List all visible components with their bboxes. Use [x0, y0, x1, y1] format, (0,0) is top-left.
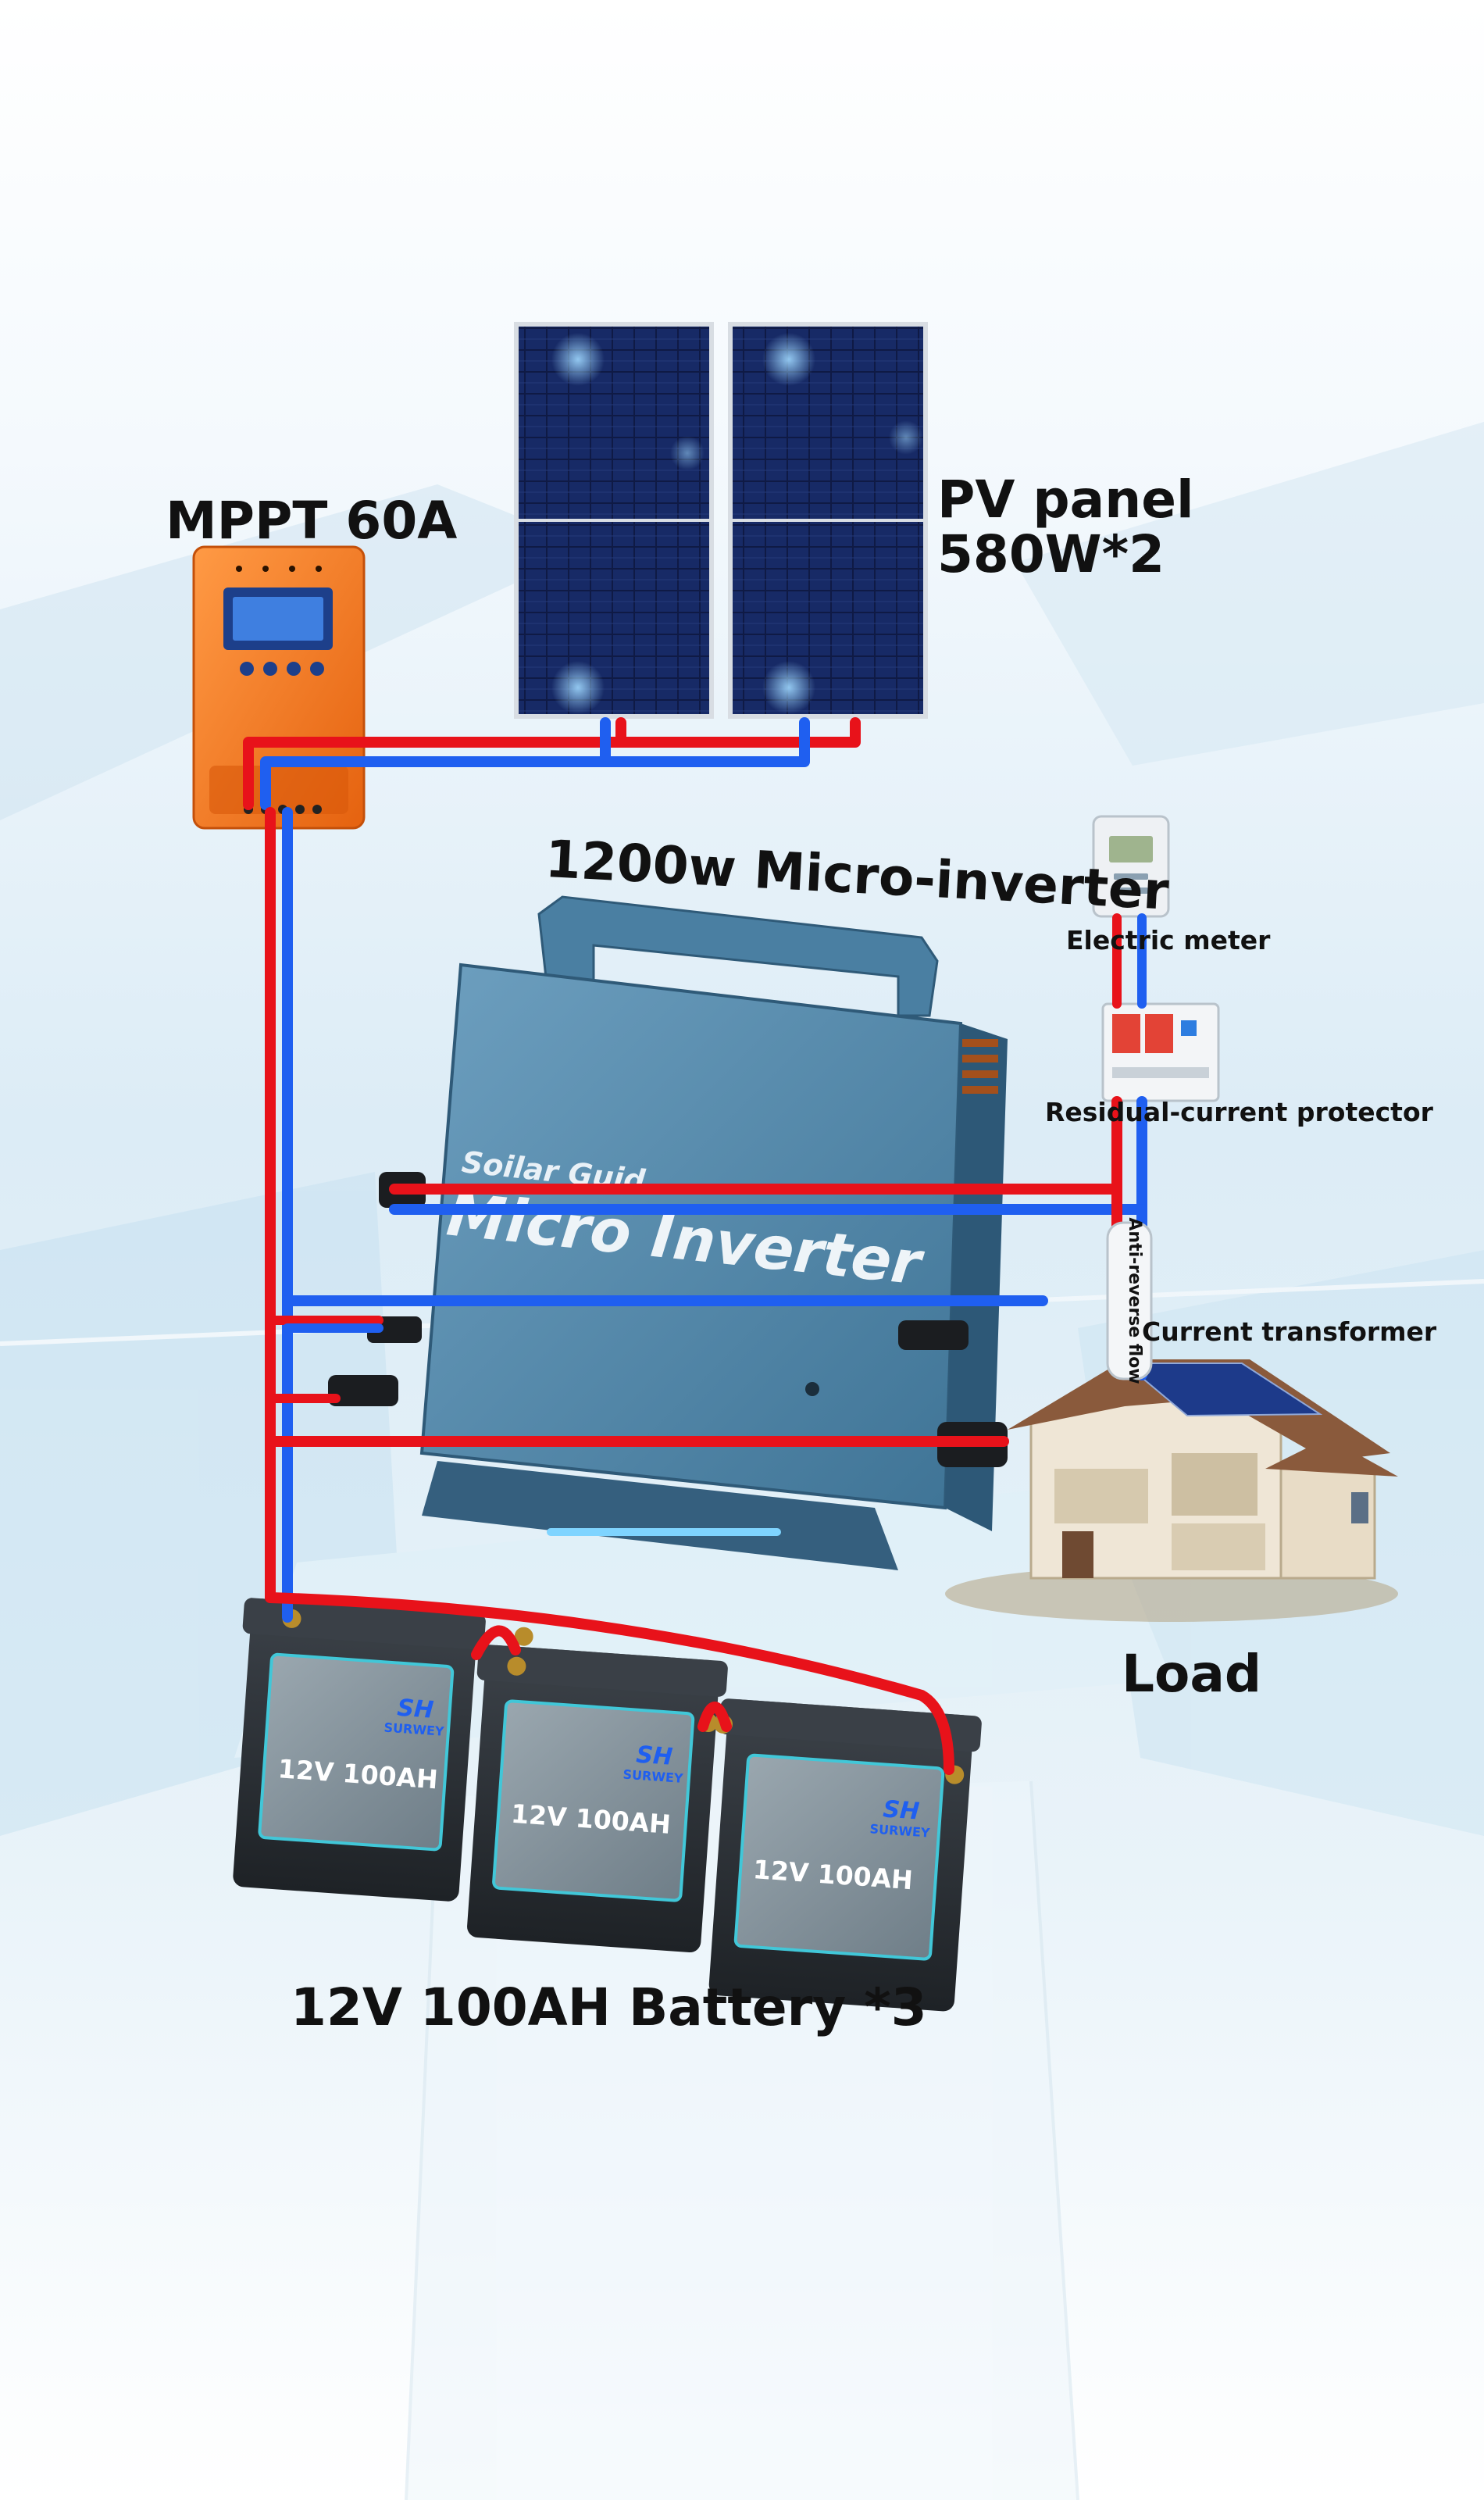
electric-meter — [1092, 815, 1170, 918]
inverter-heatsink — [962, 1039, 998, 1094]
battery-3: SH SURWEY 12V 100AH — [708, 1698, 982, 2012]
label-electric-meter: Electric meter — [1066, 925, 1271, 955]
battery-2-brand-mark: SH — [635, 1741, 673, 1771]
controller-buttons — [240, 662, 324, 676]
label-pv-panel-line2: 580W*2 — [937, 524, 1165, 584]
wire-battery-jumper-2 — [697, 1702, 732, 1732]
controller-indicator-leds — [236, 566, 322, 572]
pv-panel-left — [514, 322, 714, 719]
battery-bank: SH SURWEY 12V 100AH SH SURWEY 12V 100AH … — [233, 1598, 982, 2012]
pv-panel-array — [514, 322, 928, 719]
house-load — [945, 1359, 1398, 1622]
label-pv-panel: PV panel 580W*2 — [937, 473, 1194, 582]
label-battery-bank: 12V 100AH Battery *3 — [291, 1977, 927, 2038]
label-pv-panel-line1: PV panel — [937, 470, 1194, 530]
wiring — [243, 717, 1147, 1775]
pv-panel-right — [728, 322, 928, 719]
current-transformer: Anti-reverse flow — [1106, 1217, 1153, 1384]
label-residual-current-protector: Residual-current protector — [1045, 1097, 1433, 1127]
label-load: Load — [1122, 1644, 1262, 1704]
battery-1: SH SURWEY 12V 100AH — [233, 1598, 533, 1902]
battery-3-brand-mark: SH — [882, 1795, 920, 1825]
battery-1-brand-mark: SH — [396, 1695, 434, 1724]
label-mppt: MPPT 60A — [166, 491, 458, 551]
wire-pv-negative — [260, 717, 810, 810]
wire-battery-jumper-1 — [471, 1625, 521, 1660]
residual-current-protector — [1101, 1002, 1220, 1102]
label-current-transformer: Current transformer — [1142, 1316, 1437, 1347]
label-anti-reverse-flow: Anti-reverse flow — [1125, 1217, 1144, 1384]
micro-inverter: Soilar Guid Micro Inverter — [328, 895, 1008, 1570]
battery-2: SH SURWEY 12V 100AH — [467, 1644, 728, 1953]
meter-display — [1109, 836, 1153, 862]
inverter-indicator — [805, 1382, 819, 1396]
wire-pv-positive — [243, 717, 861, 810]
house-roof — [1008, 1359, 1390, 1461]
mppt-charge-controller — [192, 545, 366, 830]
inverter-stand — [422, 1461, 898, 1570]
house-solar-roof — [1122, 1362, 1323, 1417]
wire-battery-main — [265, 1592, 954, 1775]
inverter-led-strip — [547, 1528, 781, 1536]
